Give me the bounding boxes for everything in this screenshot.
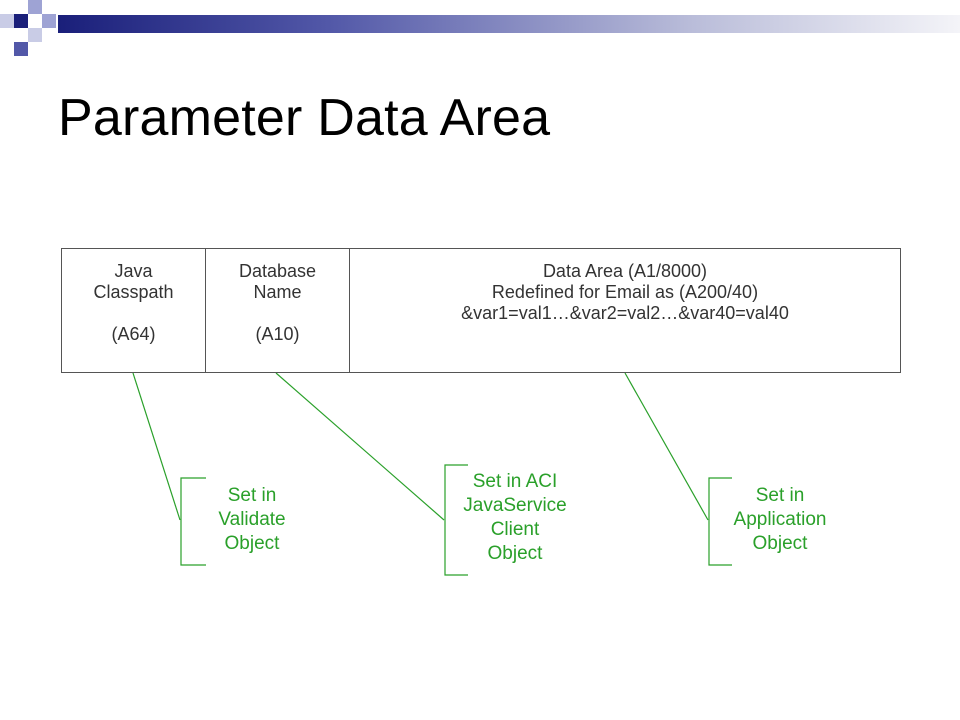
table-cell-database-name: Database Name (A10) — [205, 248, 350, 373]
connector-line-database — [275, 372, 445, 521]
cell-line: Classpath — [93, 282, 174, 302]
header-gradient-bar — [58, 15, 960, 33]
connector-line-data-area — [624, 372, 709, 521]
cell-line: Redefined for Email as (A200/40) — [491, 282, 759, 302]
cell-format: (A64) — [111, 324, 156, 344]
decor-square-light — [28, 28, 42, 42]
connector-line-classpath — [132, 372, 181, 521]
callout-aci-javaservice-client: Set in ACI JavaService Client Object — [445, 470, 585, 566]
callout-application-object: Set in Application Object — [715, 484, 845, 556]
cell-line: &var1=val1…&var2=val2…&var40=val40 — [461, 303, 789, 323]
callout-line: Object — [752, 533, 808, 554]
decor-square-dark — [14, 14, 28, 28]
callout-line: Validate — [218, 509, 286, 530]
callout-line: Application — [733, 509, 827, 530]
callout-line: Object — [224, 533, 280, 554]
table-cell-java-classpath: Java Classpath (A64) — [61, 248, 206, 373]
callout-bracket-application — [708, 477, 732, 566]
cell-line: Data Area (A1/8000) — [542, 261, 708, 281]
cell-format: (A10) — [255, 324, 300, 344]
decor-square-light — [0, 14, 14, 28]
callout-bracket-aci — [444, 464, 468, 576]
callout-line: Set in ACI — [472, 471, 558, 492]
cell-line: Java — [114, 261, 153, 281]
table-cell-data-area: Data Area (A1/8000) Redefined for Email … — [349, 248, 901, 373]
decor-square-dark — [14, 42, 28, 56]
callout-line: Client — [490, 519, 540, 540]
callout-bracket-validate — [180, 477, 206, 566]
cell-line: Name — [253, 282, 302, 302]
cell-line: Database — [238, 261, 317, 281]
callout-line: Set in — [755, 485, 805, 506]
header-decoration — [0, 0, 960, 60]
callout-line: Object — [487, 543, 543, 564]
decor-square-light — [28, 0, 42, 14]
decor-square-light — [42, 14, 56, 28]
callout-line: Set in — [227, 485, 277, 506]
slide-title: Parameter Data Area — [58, 89, 551, 147]
callout-line: JavaService — [463, 495, 567, 516]
callout-validate-object: Set in Validate Object — [192, 484, 312, 556]
